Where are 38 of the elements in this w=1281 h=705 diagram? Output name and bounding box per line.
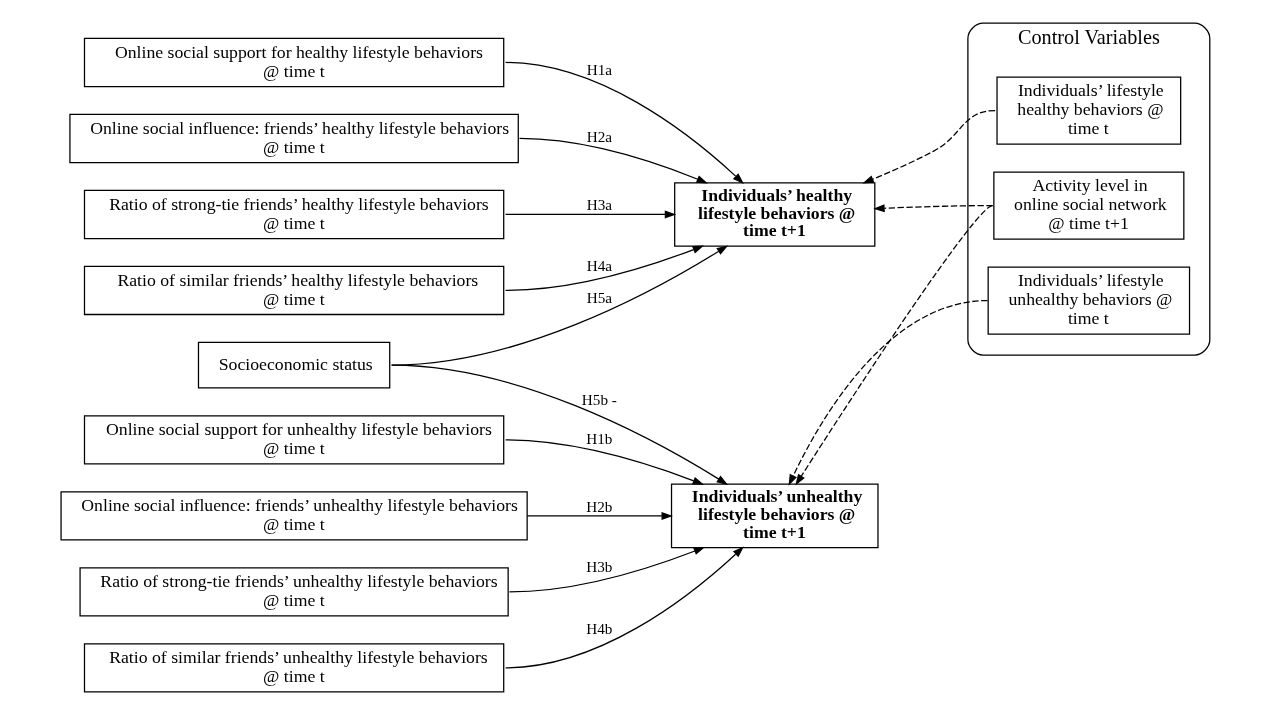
edge-label: H2b [586, 497, 613, 515]
arrow [505, 439, 705, 485]
arrow [505, 61, 744, 184]
arrow [505, 546, 744, 669]
arrow [862, 109, 996, 184]
node-box: Online social support for unhealthy lifestyle behaviors @ time t [83, 415, 505, 465]
arrow [505, 245, 705, 292]
edge-label: H4b [586, 620, 613, 638]
arrow [518, 137, 708, 184]
node-box: Online social influence: friends’ unhealthy lifestyle behaviors @ time t [60, 491, 528, 541]
arrow [505, 210, 677, 219]
arrow [873, 204, 994, 213]
edge-label: H1a [586, 60, 612, 78]
node-box: Individuals’ lifestyle unhealthy behaviors @ time t [987, 266, 1191, 335]
arrow [795, 204, 994, 486]
edge-label: H3a [586, 196, 612, 214]
arrow [508, 546, 706, 593]
node-box: Activity level in online social network @ time t+1 [993, 171, 1185, 240]
arrow [526, 511, 673, 520]
arrow [788, 299, 989, 486]
node-box: Ratio of strong-tie friends’ unhealthy lifestyle behaviors @ time t [79, 567, 509, 617]
edge-label: H5b - [581, 391, 617, 409]
node-box: Individuals’ healthy lifestyle behaviors @ time t+1 [674, 182, 876, 247]
edge-label: H2a [586, 127, 612, 145]
edge-label: H1b [586, 430, 613, 448]
node-box: Ratio of similar friends’ healthy lifestyle behaviors @ time t [83, 265, 505, 316]
edge-label: H3b [586, 558, 613, 576]
arrow [391, 245, 729, 366]
node-box: Ratio of strong-tie friends’ healthy lifestyle behaviors @ time t [83, 189, 505, 240]
node-box: Online social influence: friends’ healthy lifestyle behaviors @ time t [69, 113, 519, 164]
edge-label: H5a [586, 288, 612, 306]
node-box: Online social support for healthy lifestyle behaviors @ time t [83, 37, 505, 88]
arrow [391, 364, 729, 485]
node-box: Socioeconomic status [197, 341, 391, 389]
node-box: Ratio of similar friends’ unhealthy lifestyle behaviors @ time t [83, 643, 505, 693]
node-box: Individuals’ unhealthy lifestyle behaviors @ time t+1 [670, 483, 879, 549]
edge-label: H4a [586, 256, 612, 274]
node-box: Individuals’ lifestyle healthy behaviors @ time t [996, 76, 1182, 145]
